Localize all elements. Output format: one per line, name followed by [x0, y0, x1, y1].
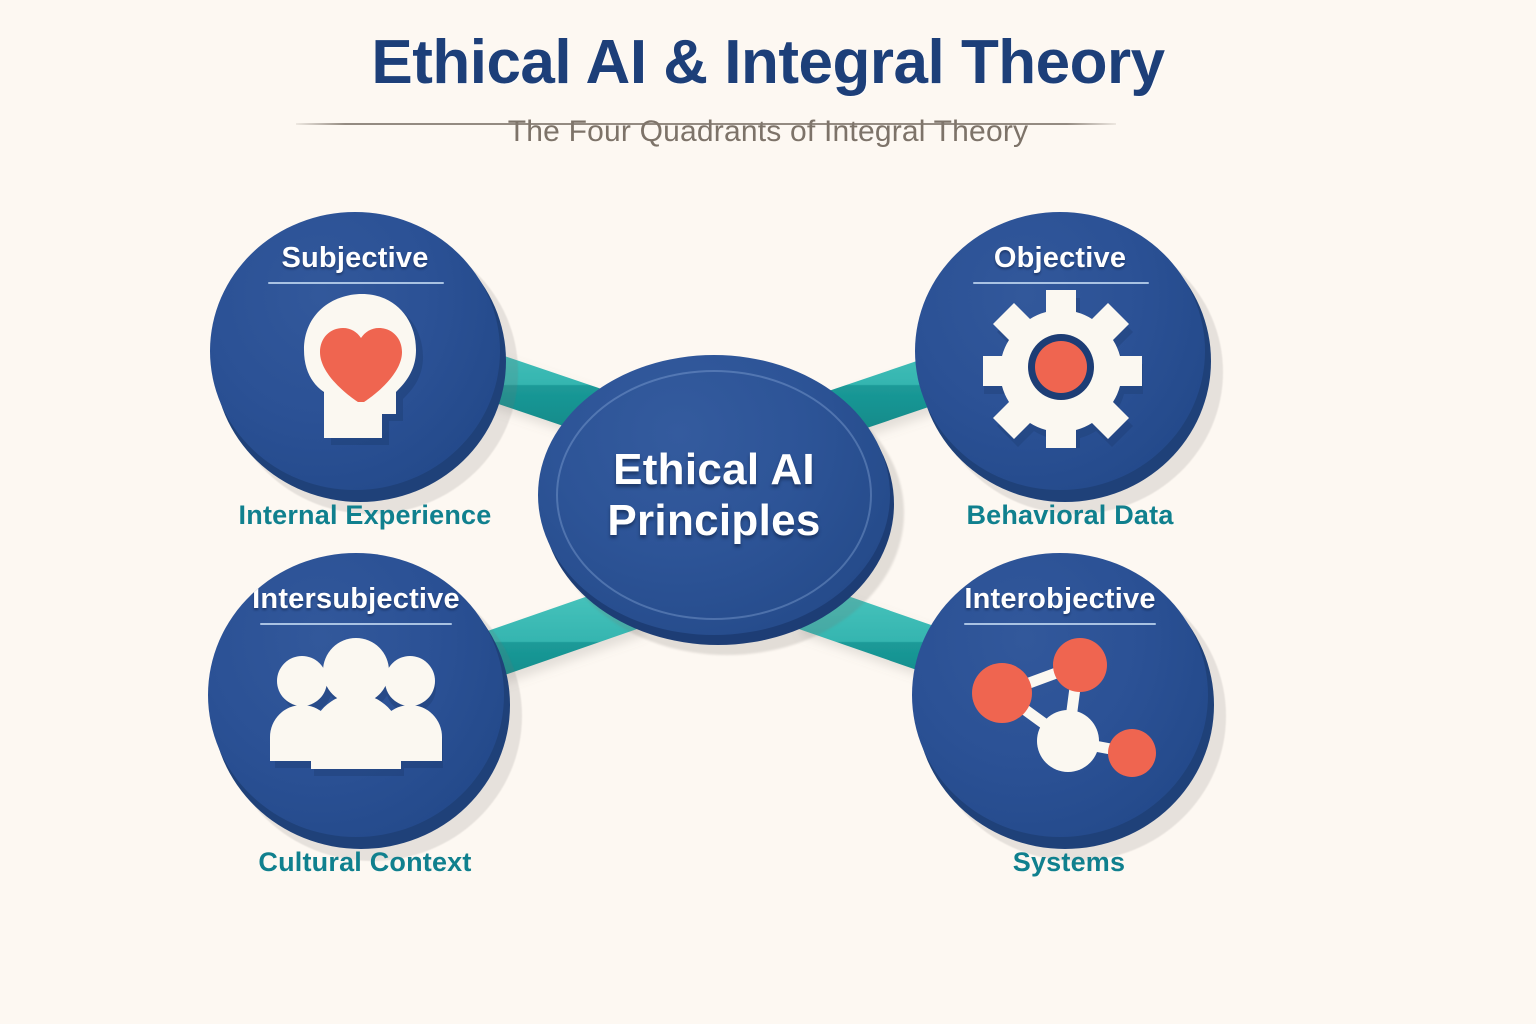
quadrant-caption: Cultural Context [258, 847, 472, 877]
quadrant-bottom-left[interactable]: Intersubjective [208, 553, 522, 883]
header: Ethical AI & Integral Theory The Four Qu… [0, 0, 1536, 149]
ethical-ai-principles-hub[interactable]: Ethical AI Principles [538, 355, 904, 655]
head-heart-icon [280, 290, 436, 450]
quadrant-title: Intersubjective [252, 583, 460, 615]
disc-face: Subjective [210, 212, 500, 490]
hub-inner-ring [556, 370, 872, 620]
quadrant-title: Objective [993, 242, 1127, 274]
hub-label-line2: Principles [607, 496, 821, 545]
gear-icon [980, 288, 1146, 460]
quadrant-caption: Systems [1012, 847, 1126, 877]
page-title: Ethical AI & Integral Theory [371, 28, 1165, 97]
quadrant-title-underline [260, 623, 452, 625]
disc-face: Objective [915, 212, 1205, 490]
quadrant-caption: Internal Experience [238, 500, 492, 530]
quadrant-title: Subjective [281, 242, 429, 274]
quadrant-top-right[interactable]: Objective Behavioral Data [915, 212, 1225, 532]
hub-label-line1: Ethical AI [613, 444, 815, 494]
hub-face [538, 355, 890, 635]
quadrant-caption: Behavioral Data [966, 500, 1174, 530]
quadrant-top-left[interactable]: Subjective Internal Experience [210, 212, 520, 532]
hub-label: Ethical AI Principles [538, 355, 890, 635]
title-divider [296, 123, 1116, 125]
quadrant-title-underline [964, 623, 1156, 625]
disc-face: Interobjective [912, 553, 1208, 837]
quadrant-bottom-right[interactable]: Interobjective [912, 553, 1226, 883]
quadrant-title-underline [973, 282, 1149, 284]
network-nodes-icon [960, 631, 1164, 791]
people-group-icon [264, 635, 448, 787]
page-subtitle: The Four Quadrants of Integral Theory [507, 114, 1029, 148]
quadrant-title: Interobjective [964, 583, 1156, 615]
disc-face: Intersubjective [208, 553, 504, 837]
quadrant-title-underline [268, 282, 444, 284]
